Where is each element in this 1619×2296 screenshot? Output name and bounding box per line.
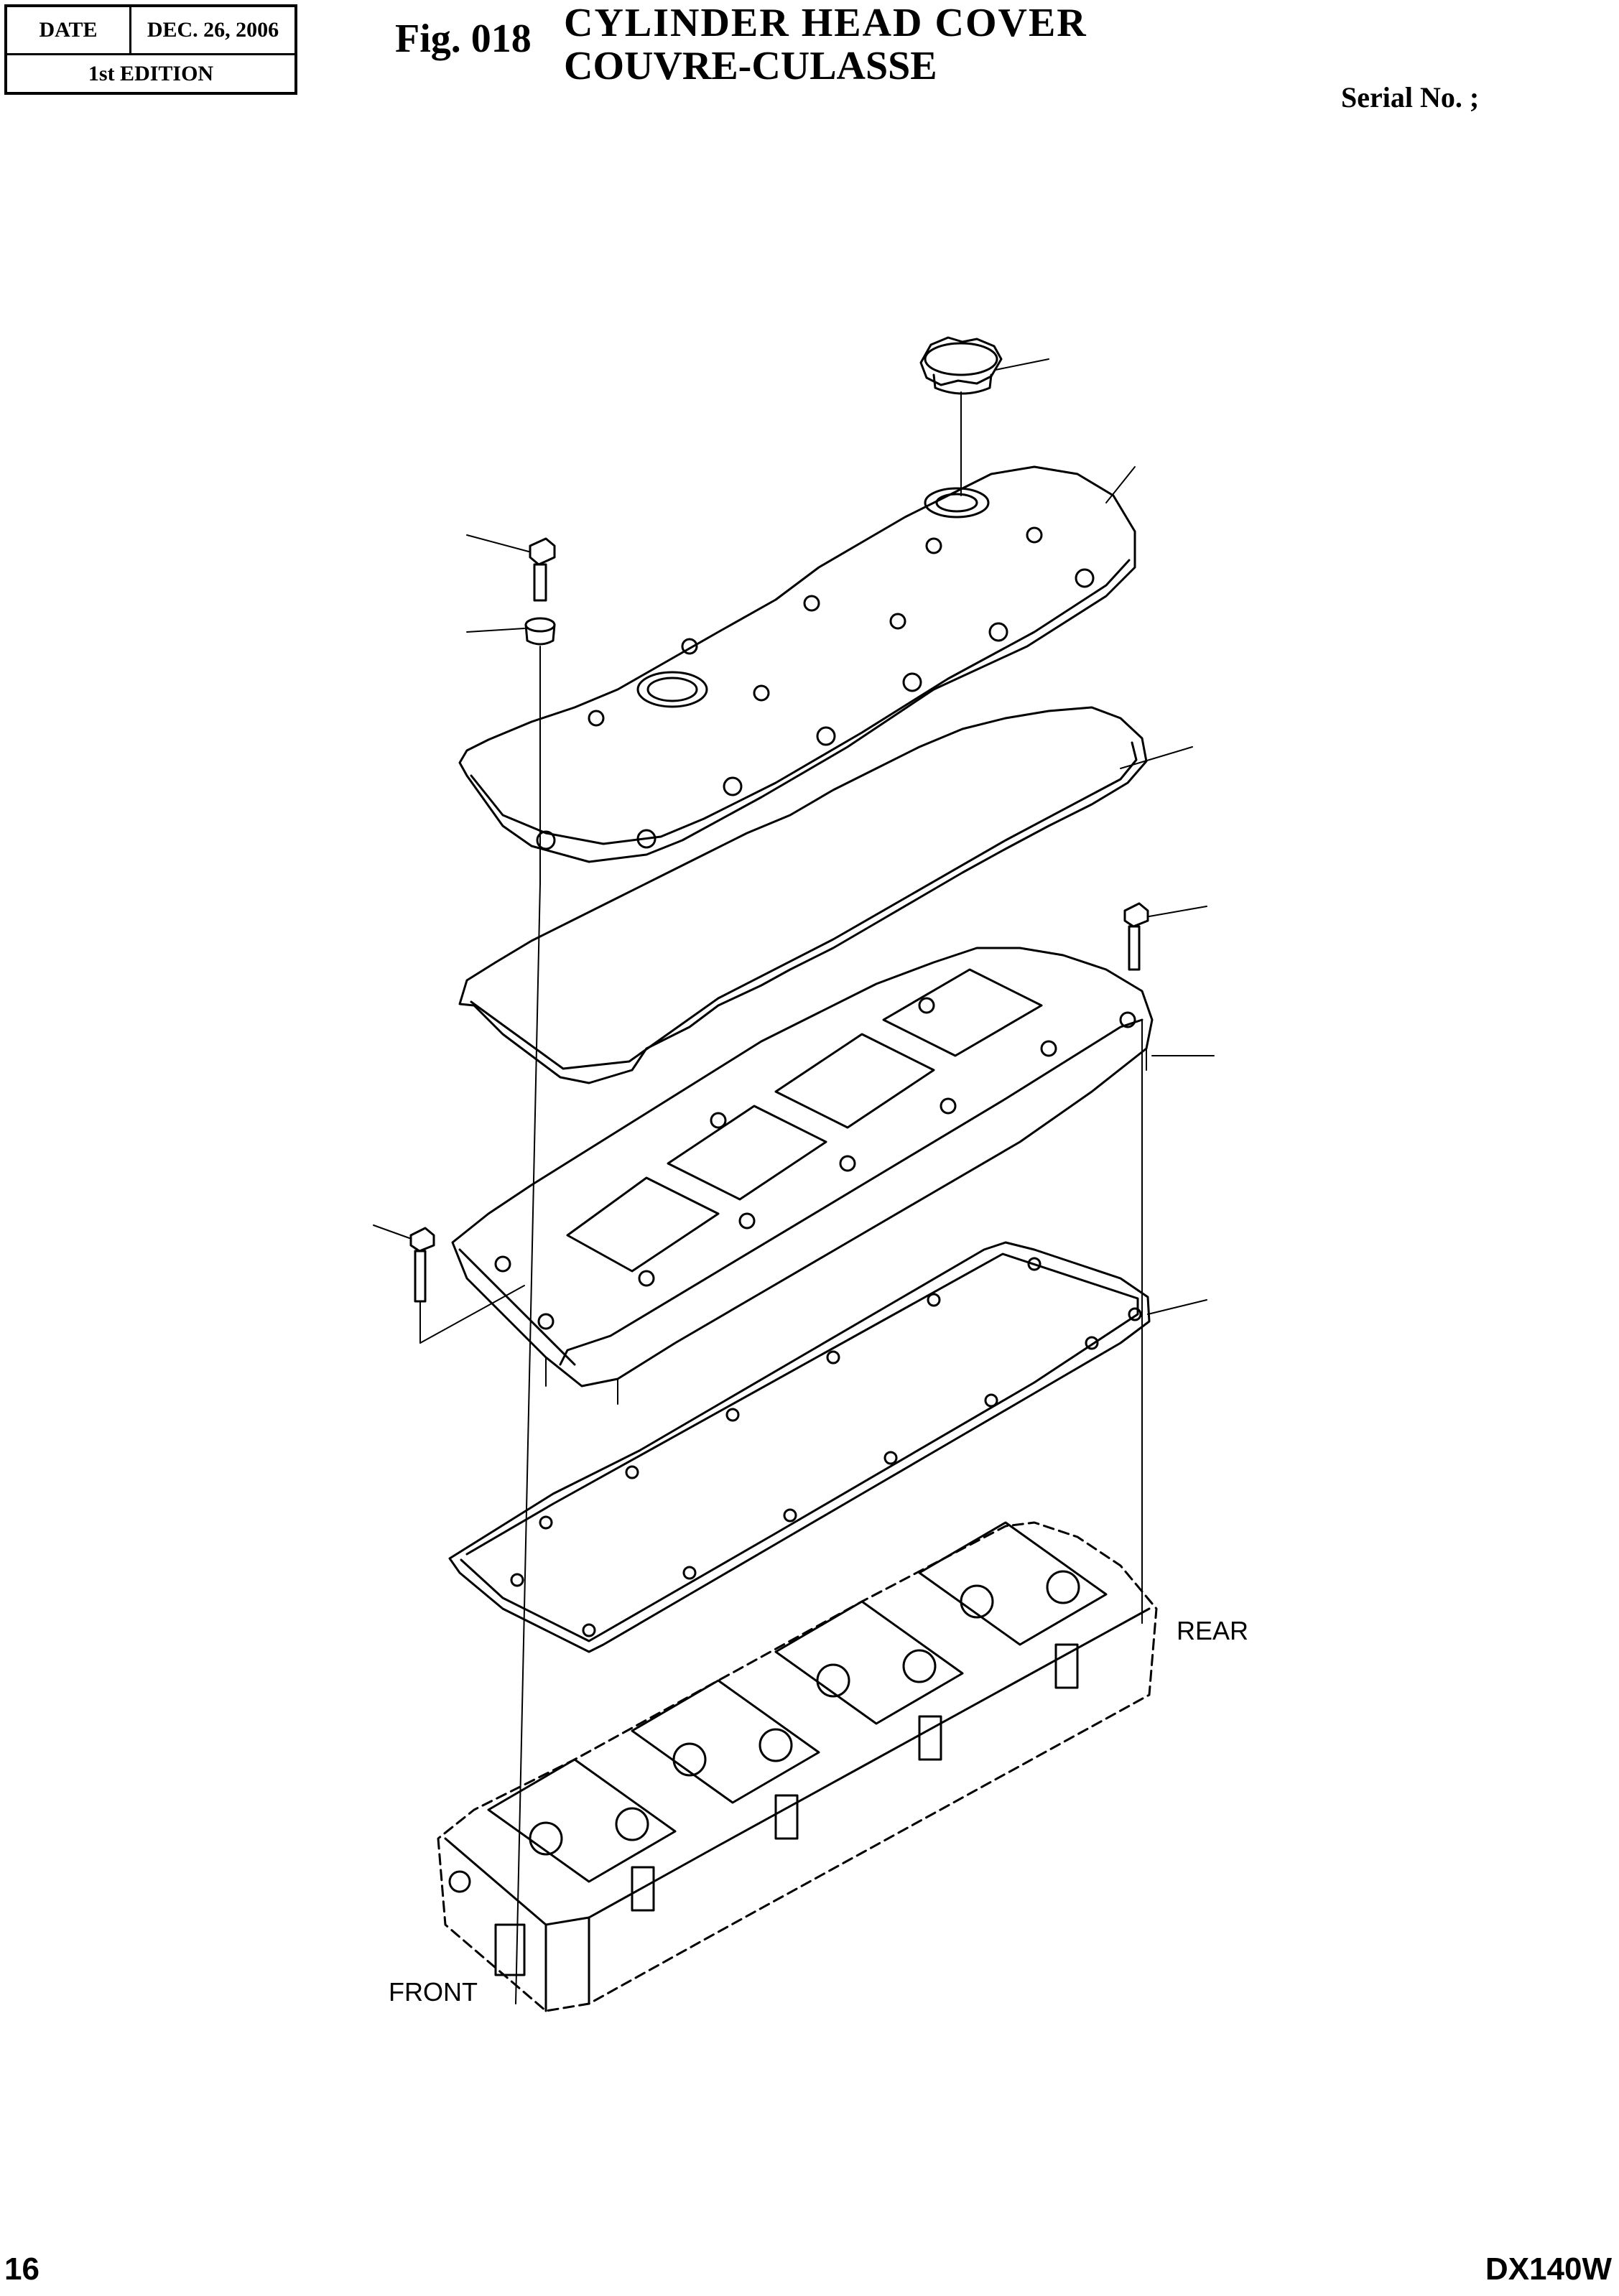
cylinder-head bbox=[437, 1521, 1158, 2012]
serial-number: Serial No. ; bbox=[1341, 81, 1480, 113]
rear-bolt bbox=[1123, 902, 1207, 971]
upper-gasket bbox=[458, 706, 1193, 1084]
rear-label: REAR bbox=[1177, 1616, 1249, 1645]
header-box: DATE DEC. 26, 2006 1st EDITION bbox=[4, 4, 297, 95]
front-bolt bbox=[373, 1224, 525, 1344]
title-english: CYLINDER HEAD COVER bbox=[564, 1, 1087, 45]
edition-label: 1st EDITION bbox=[88, 62, 214, 85]
grommet bbox=[466, 617, 556, 2004]
cylinder-head-cover bbox=[458, 465, 1136, 863]
header-row: DATE DEC. 26, 2006 bbox=[7, 7, 294, 55]
model-number: DX140W bbox=[1485, 2251, 1612, 2287]
title-french: COUVRE-CULASSE bbox=[564, 44, 937, 88]
cover-carrier bbox=[451, 947, 1215, 1624]
page-number: 16 bbox=[4, 2251, 40, 2287]
oil-filler-cap bbox=[919, 336, 1049, 496]
figure-number: Fig. 018 bbox=[395, 17, 532, 61]
cover-bolt bbox=[466, 534, 556, 602]
date-value: DEC. 26, 2006 bbox=[147, 18, 279, 42]
front-label: FRONT bbox=[389, 1977, 478, 2007]
lower-gasket bbox=[448, 1241, 1207, 1653]
date-label: DATE bbox=[7, 7, 131, 53]
